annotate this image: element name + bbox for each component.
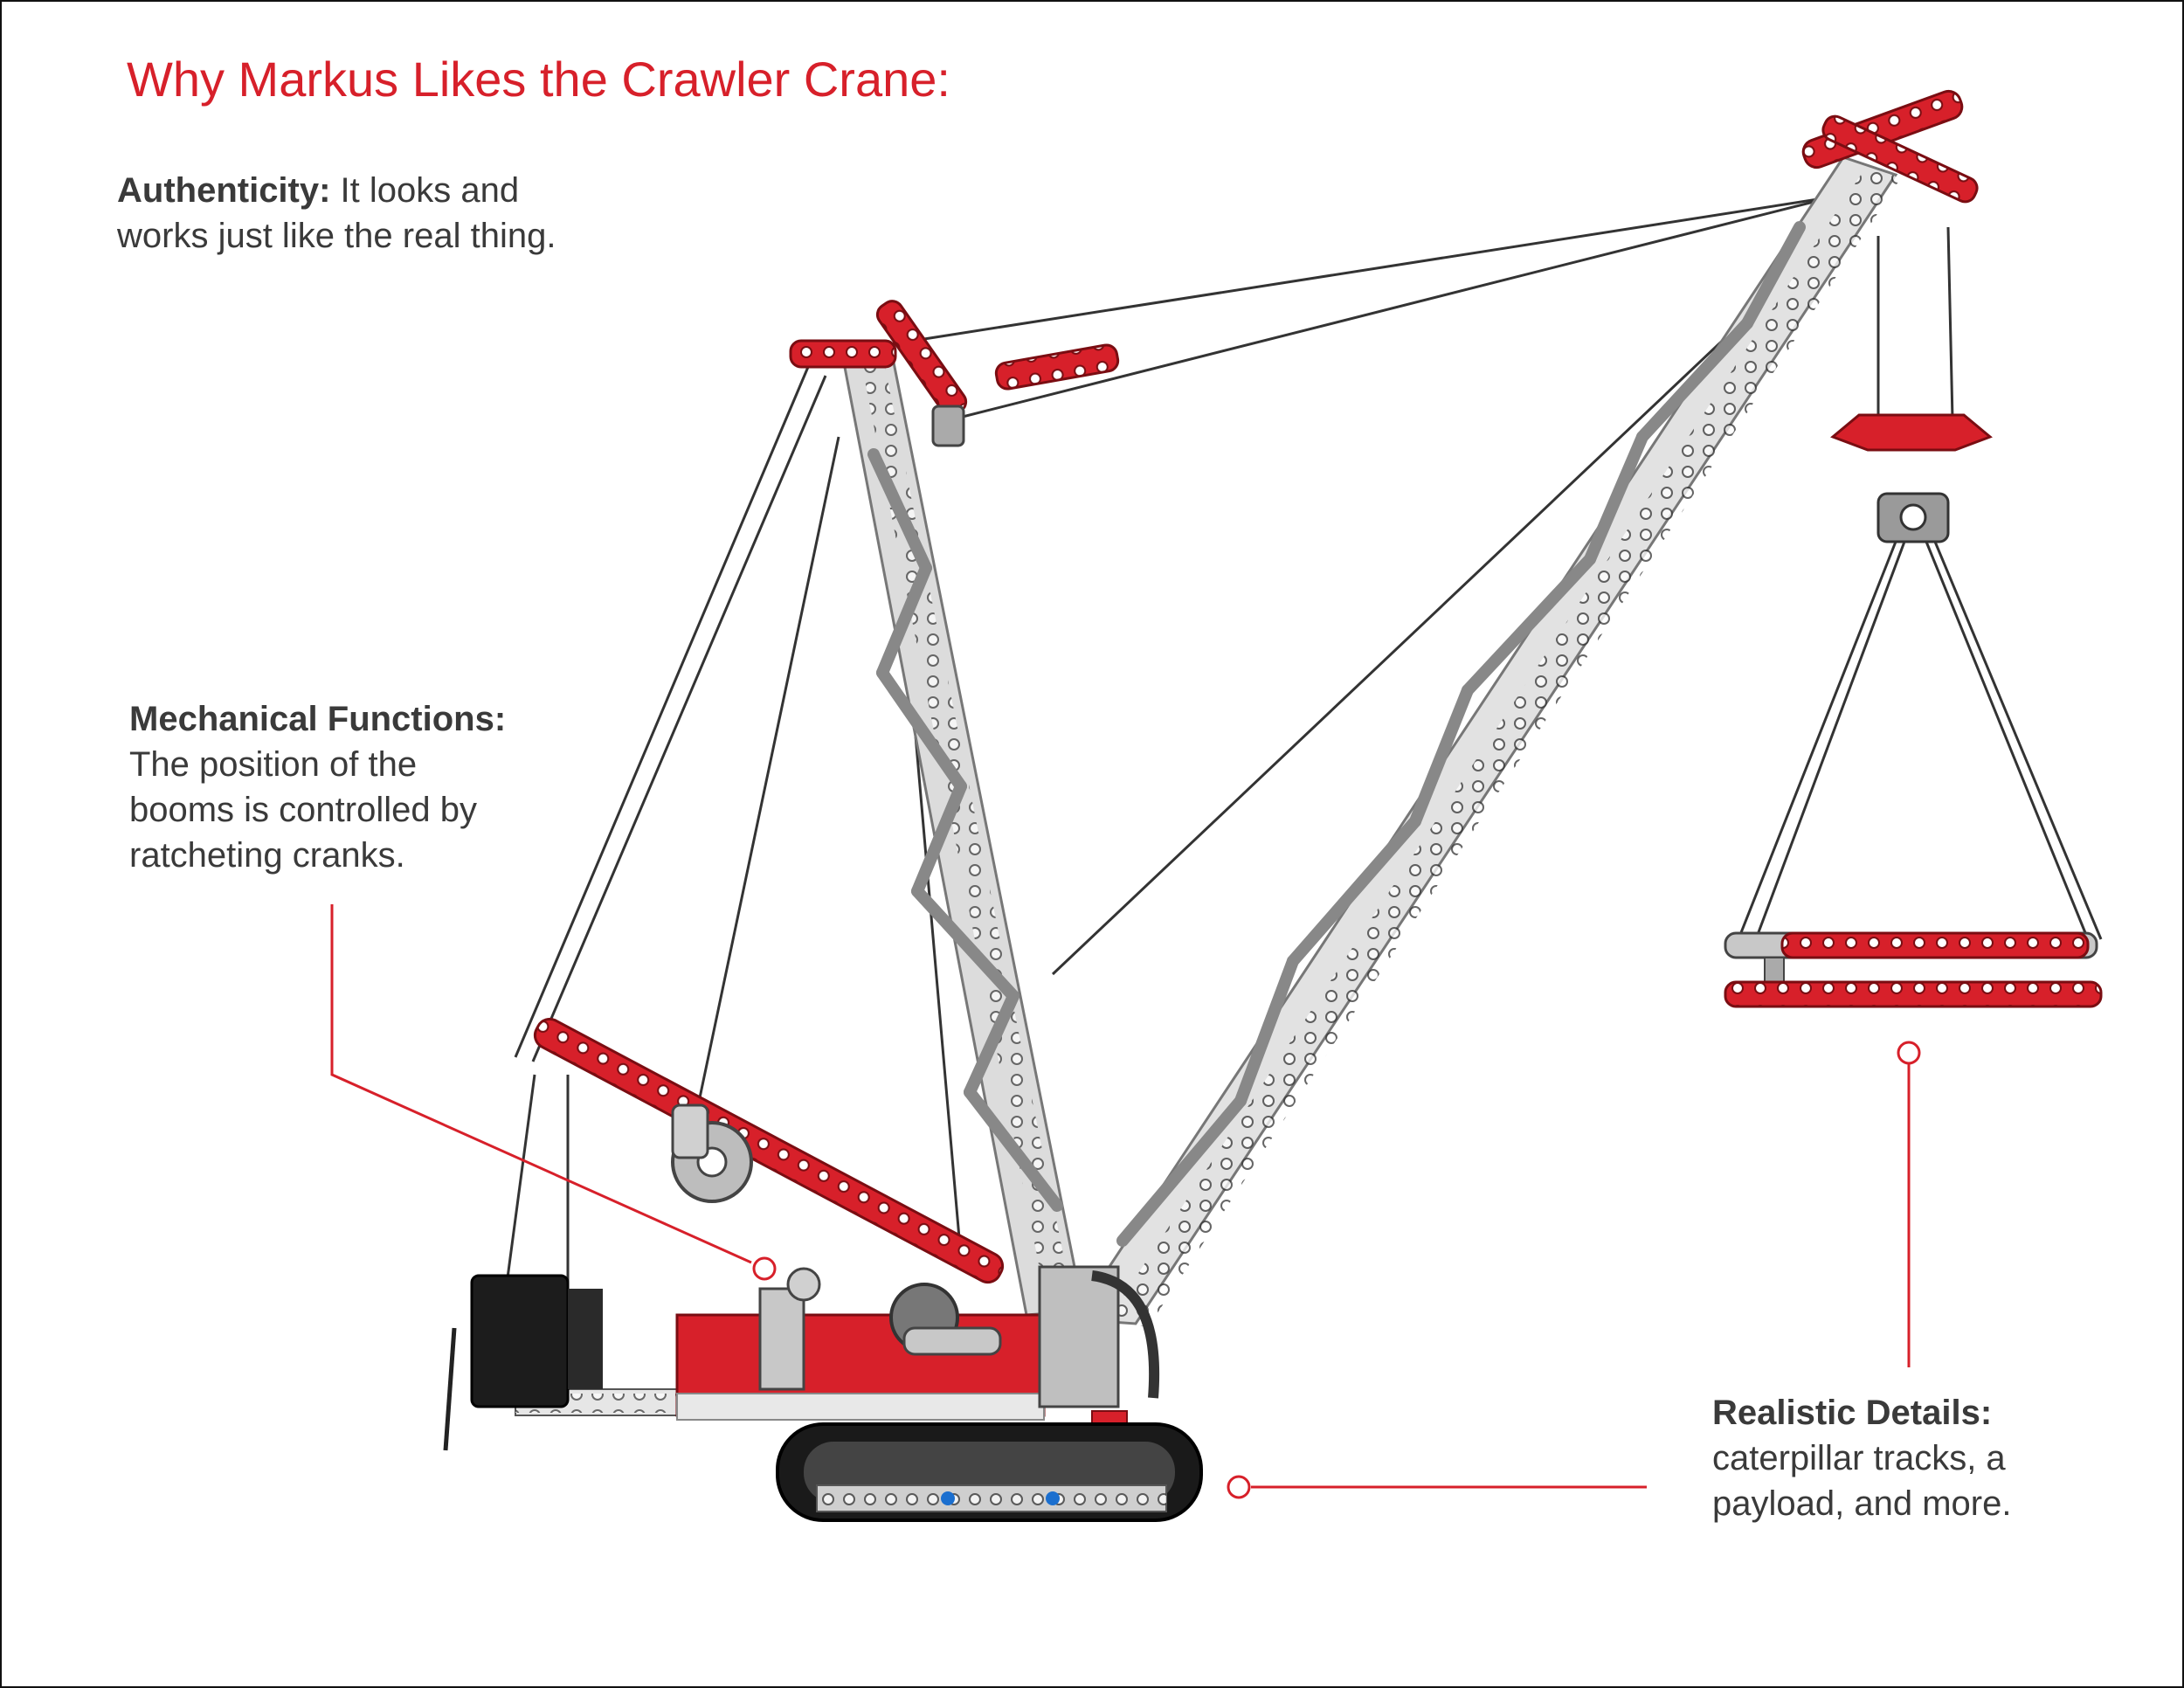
realistic-heading: Realistic Details: [1712, 1394, 1993, 1432]
realistic-text-1: caterpillar tracks, a [1712, 1439, 2006, 1477]
mast-boom [789, 300, 1120, 1317]
payload [1724, 413, 2103, 1008]
mechanical-heading: Mechanical Functions: [129, 700, 507, 738]
realistic-text-2: payload, and more. [1712, 1484, 2012, 1523]
crawler-tracks [776, 1422, 1203, 1522]
authenticity-text-2: works just like the real thing. [117, 217, 556, 255]
authenticity-heading: Authenticity: [117, 171, 331, 210]
authenticity-text-1: It looks and [330, 171, 520, 210]
callout-realistic-payload [1897, 1041, 1921, 1367]
mechanical-text-2: booms is controlled by [129, 791, 477, 829]
mechanical-text-3: ratcheting cranks. [129, 836, 405, 875]
realistic-note: Realistic Details: caterpillar tracks, a… [1712, 1390, 2011, 1526]
callout-realistic-tracks [1227, 1475, 1647, 1499]
back-strut [533, 1017, 1005, 1284]
callout-mechanical [330, 904, 777, 1281]
authenticity-note: Authenticity: It looks and works just li… [117, 168, 556, 259]
mechanical-note: Mechanical Functions: The position of th… [129, 696, 506, 878]
mechanical-text-1: The position of the [129, 745, 418, 784]
main-boom [1072, 89, 1979, 1326]
page-title: Why Markus Likes the Crawler Crane: [127, 52, 950, 107]
crane-body [443, 1265, 1160, 1451]
